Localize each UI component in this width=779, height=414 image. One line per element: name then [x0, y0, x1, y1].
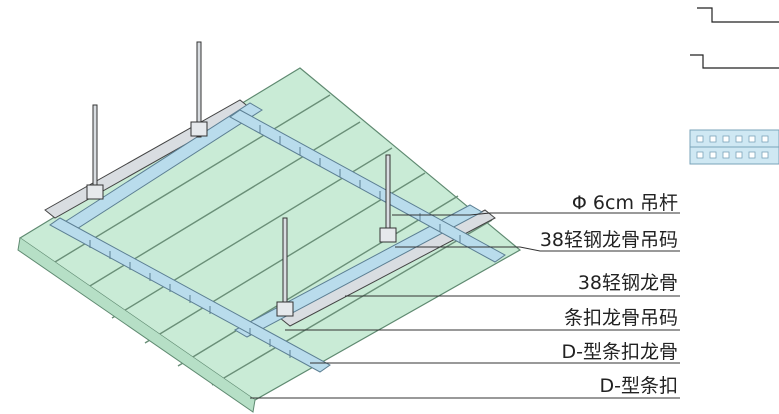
- label-d-strip: D-型条扣: [599, 375, 679, 397]
- label-d-strip-keel: D-型条扣龙骨: [561, 341, 679, 363]
- label-strip-keel-hanger: 条扣龙骨吊码: [563, 307, 678, 329]
- hanger-rods: [86, 41, 397, 317]
- label-light-keel: 38轻钢龙骨: [577, 272, 678, 294]
- callout-lines: [250, 212, 680, 399]
- d-strip-keel-group: [49, 102, 506, 373]
- detail-profile-top: [690, 7, 779, 69]
- label-light-keel-hanger: 38轻钢龙骨吊码: [539, 229, 678, 251]
- label-hanger-rod: Φ 6cm 吊杆: [571, 192, 678, 214]
- detail-keel-strip: [689, 129, 779, 165]
